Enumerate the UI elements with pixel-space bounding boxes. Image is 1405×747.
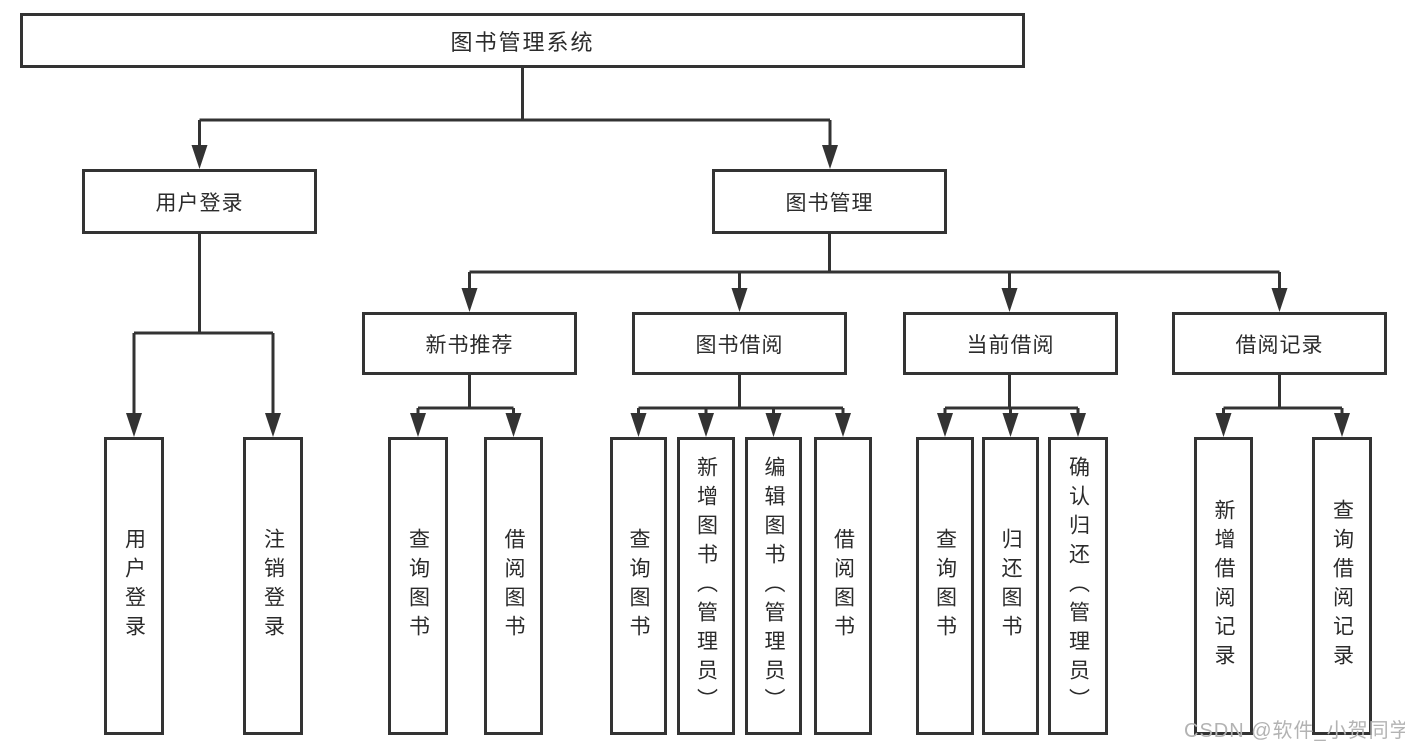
node-book-management: 图书管理 [712,169,947,234]
arrowhead-icon [505,413,522,437]
arrowhead-icon [698,413,714,437]
node-book-borrowing: 图书借阅 [632,312,847,375]
arrowhead-icon [1001,288,1018,312]
leaf-bb-query-books: 查询图书 [610,437,667,735]
leaf-cb-query-books: 查询图书 [916,437,974,735]
arrowhead-icon [835,413,851,437]
node-current-borrowing: 当前借阅 [903,312,1118,375]
arrowheads [126,145,1350,437]
connector-current-split [943,374,1080,418]
watermark: CSDN @软件_小贺同学 [1184,720,1405,742]
connector-borrow-split [637,374,845,418]
connector-records-split [1222,374,1344,418]
arrowhead-icon [1215,413,1232,437]
leaf-cb-confirm-return-admin: 确认归还（管理员） [1048,437,1108,735]
leaf-nb-borrow-books: 借阅图书 [484,437,543,735]
leaf-nb-query-books: 查询图书 [388,437,448,735]
connector-new-book-split [416,374,515,418]
arrowhead-icon [1002,413,1019,437]
arrowhead-icon [126,413,142,437]
node-root: 图书管理系统 [20,13,1025,68]
leaf-logout-login: 注销登录 [243,437,303,735]
arrowhead-icon [937,413,953,437]
arrowhead-icon [410,413,426,437]
arrowhead-icon [630,413,647,437]
arrowhead-icon [822,145,838,169]
arrowhead-icon [1334,413,1350,437]
arrowhead-icon [1271,288,1288,312]
arrowhead-icon [191,145,208,169]
leaf-user-login: 用户登录 [104,437,164,735]
node-borrowing-records: 借阅记录 [1172,312,1387,375]
connector-lines [132,68,1344,418]
arrowhead-icon [731,288,748,312]
arrowhead-icon [265,413,281,437]
connector-root-trunk [198,68,832,150]
leaf-bb-add-books-admin: 新增图书（管理员） [677,437,735,735]
connector-user-login-split [132,234,275,418]
leaf-br-query-record: 查询借阅记录 [1312,437,1372,735]
node-new-book-recommend: 新书推荐 [362,312,577,375]
leaf-bb-borrow-books: 借阅图书 [814,437,872,735]
connector-book-mgmt-split [468,234,1281,293]
leaf-bb-edit-books-admin: 编辑图书（管理员） [745,437,802,735]
leaf-br-add-record: 新增借阅记录 [1194,437,1253,735]
node-user-login: 用户登录 [82,169,317,234]
arrowhead-icon [461,288,478,312]
arrowhead-icon [1070,413,1086,437]
leaf-cb-return-books: 归还图书 [982,437,1039,735]
arrowhead-icon [765,413,782,437]
